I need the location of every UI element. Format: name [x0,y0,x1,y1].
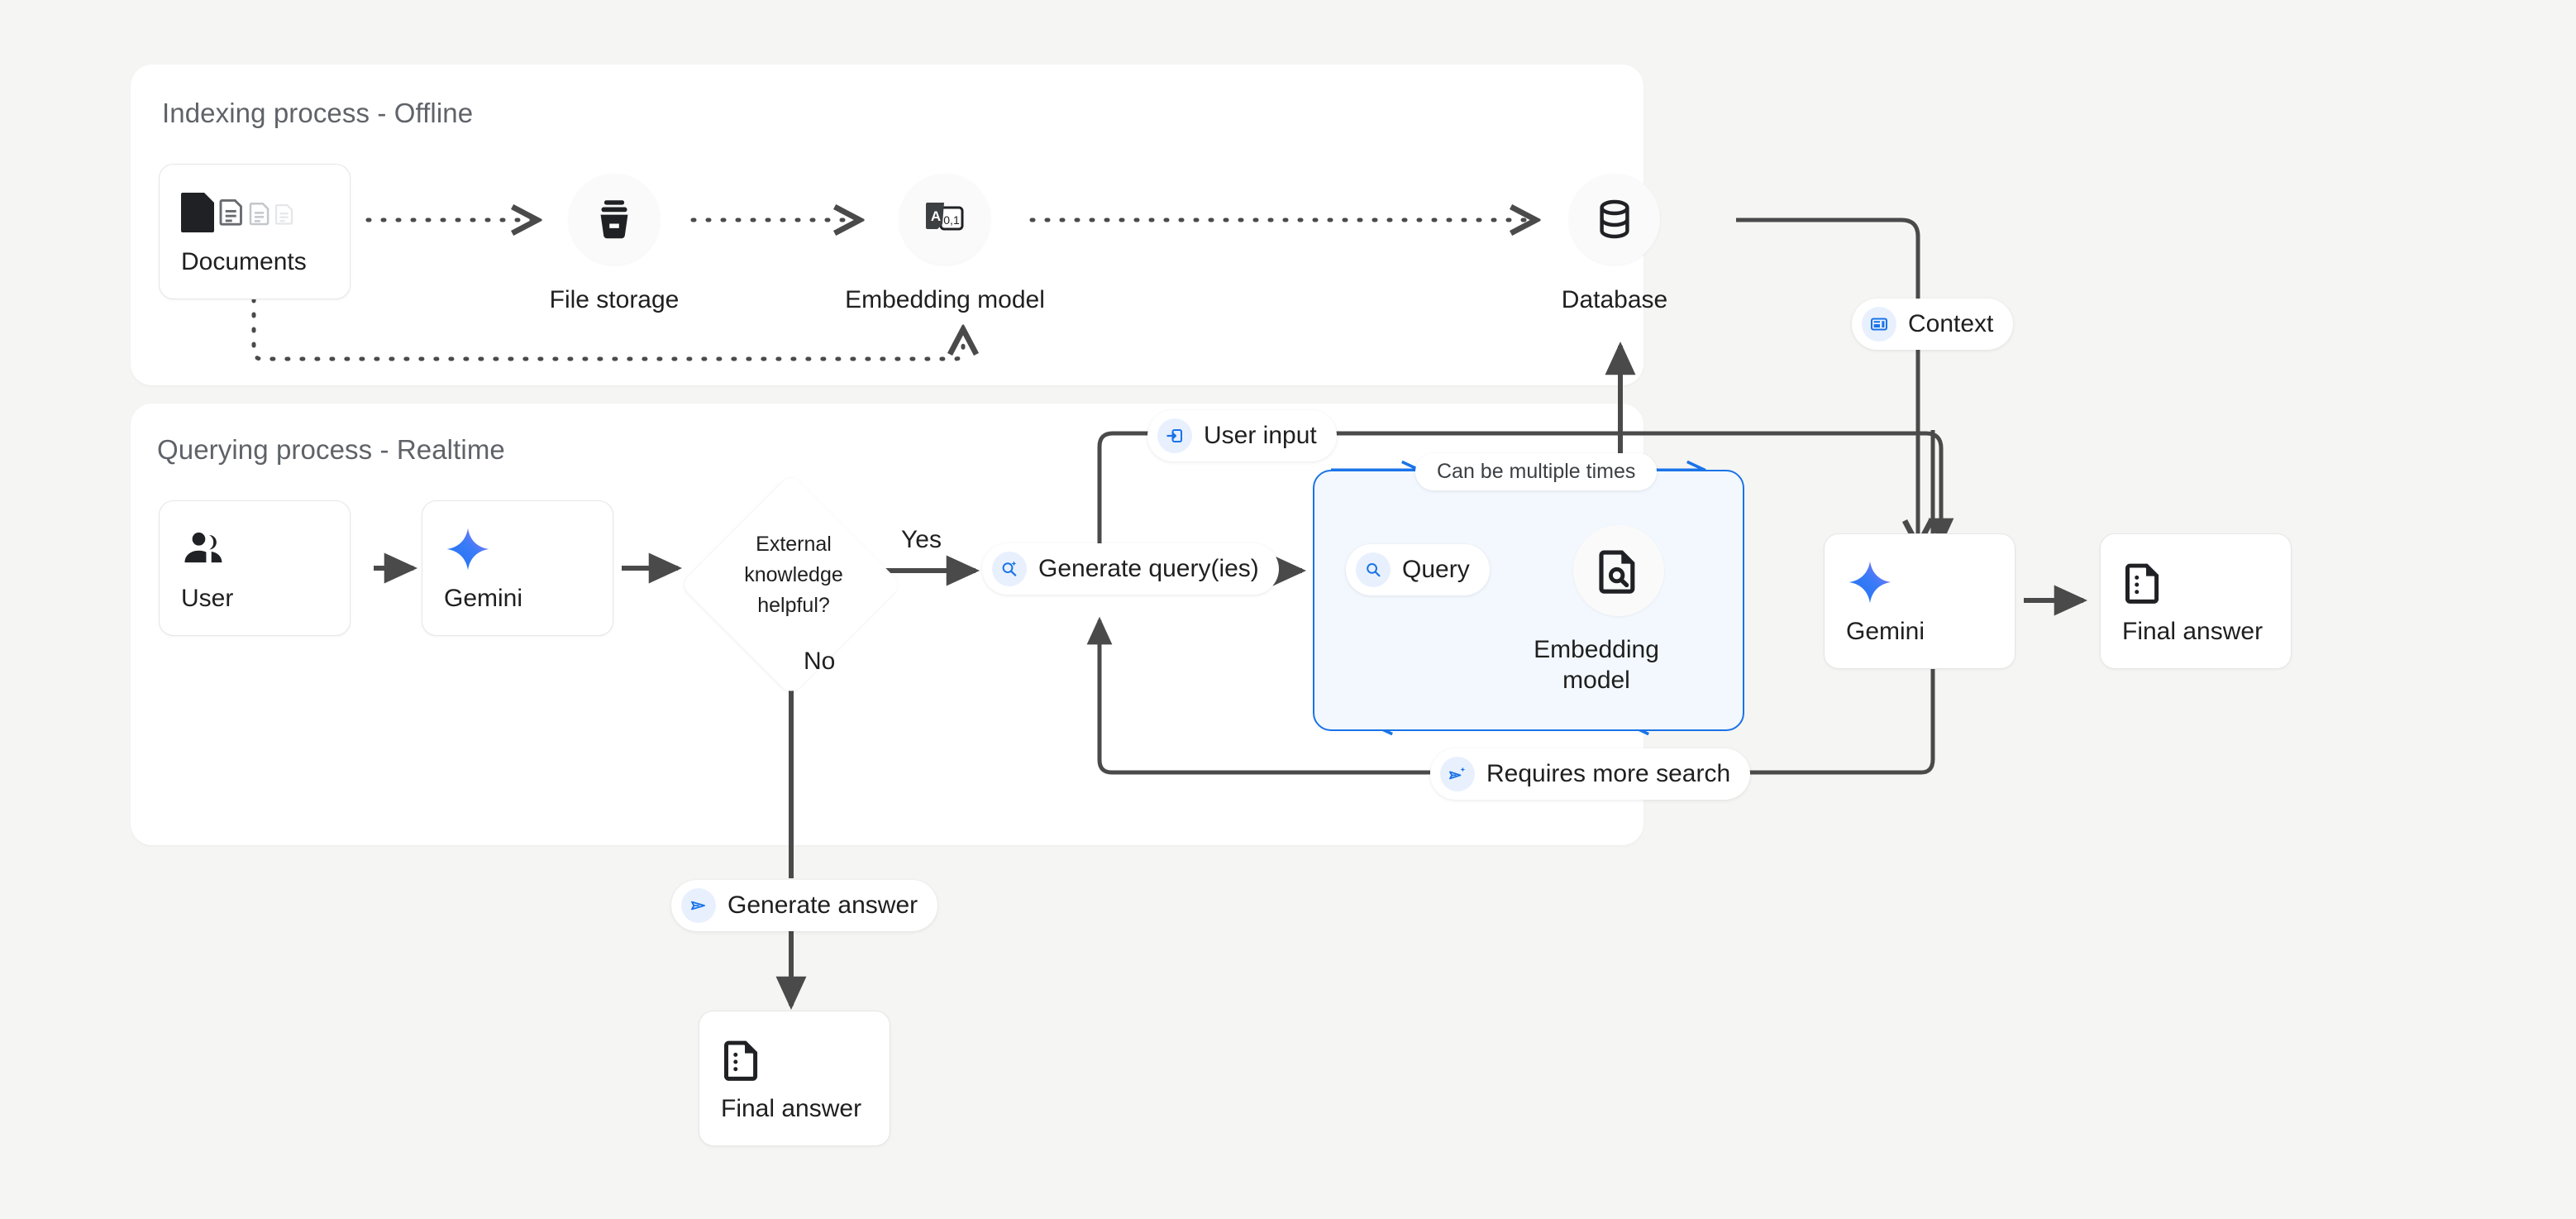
final-answer-card-bottom[interactable]: Final answer [699,1011,890,1146]
context-panel-icon [1862,307,1896,342]
retrieval-loop-box [1313,470,1744,731]
svg-text:A: A [931,208,941,224]
final-answer-card-right[interactable]: Final answer [2100,533,2292,669]
file-storage-label: File storage [549,286,680,313]
requires-more-search-label: Requires more search [1486,760,1731,787]
embedding-model-icon: 0,1 A [926,203,964,231]
search-icon [1356,552,1391,587]
indexing-process-title: Indexing process - Offline [162,98,474,128]
database-node[interactable] [1569,174,1660,265]
user-input-chip[interactable]: User input [1147,410,1337,461]
query-label: Query [1402,556,1470,583]
embedding-model-node-indexing[interactable]: 0,1 A [899,174,990,265]
gemini-label-right: Gemini [1846,618,1925,645]
query-chip[interactable]: Query [1346,544,1490,595]
generate-queries-chip[interactable]: Generate query(ies) [982,543,1279,595]
final-answer-label-bottom: Final answer [721,1095,862,1122]
input-arrow-icon [1157,418,1192,453]
decision-no-label: No [804,648,836,675]
loop-note-chip: Can be multiple times [1415,453,1658,490]
database-label: Database [1561,286,1668,313]
generate-queries-label: Generate query(ies) [1038,555,1259,582]
generate-answer-label: Generate answer [727,892,918,919]
gemini-card-left[interactable]: Gemini [422,500,613,636]
requires-more-search-chip[interactable]: Requires more search [1430,748,1751,800]
decision-yes-label: Yes [901,526,942,553]
embedding-model-label-indexing: Embedding model [845,286,1045,313]
documents-icon [181,187,350,238]
embedding-model-node-query[interactable] [1573,525,1664,616]
documents-label: Documents [181,248,307,275]
gemini-card-right[interactable]: Gemini [1824,533,2015,669]
querying-process-title: Querying process - Realtime [157,434,505,465]
user-card[interactable]: User [159,500,351,636]
file-storage-icon [600,200,628,239]
final-answer-icon [721,1034,890,1085]
decision-label: External knowledge helpful? [744,533,843,617]
documents-card[interactable]: Documents [159,164,351,299]
generate-answer-chip[interactable]: Generate answer [671,880,938,931]
document-search-icon [1599,550,1635,594]
svg-text:0,1: 0,1 [943,213,960,227]
final-answer-icon [2122,557,2291,608]
embedding-model-label-query: Embedding model [1534,636,1659,694]
gemini-sparkle-icon [1846,557,2015,608]
final-answer-label-right: Final answer [2122,618,2264,645]
loop-note-label: Can be multiple times [1437,460,1636,483]
gemini-label-left: Gemini [444,585,523,612]
send-sparkle-icon [1440,757,1475,791]
user-label: User [181,585,234,612]
gemini-sparkle-icon [444,523,613,575]
send-icon [681,888,716,923]
file-storage-node[interactable] [569,174,660,265]
context-label: Context [1908,310,1994,337]
database-icon [1600,199,1629,239]
search-sparkle-icon [992,552,1027,586]
user-input-label: User input [1204,422,1317,449]
user-group-icon [181,523,350,575]
context-chip[interactable]: Context [1852,299,2014,350]
